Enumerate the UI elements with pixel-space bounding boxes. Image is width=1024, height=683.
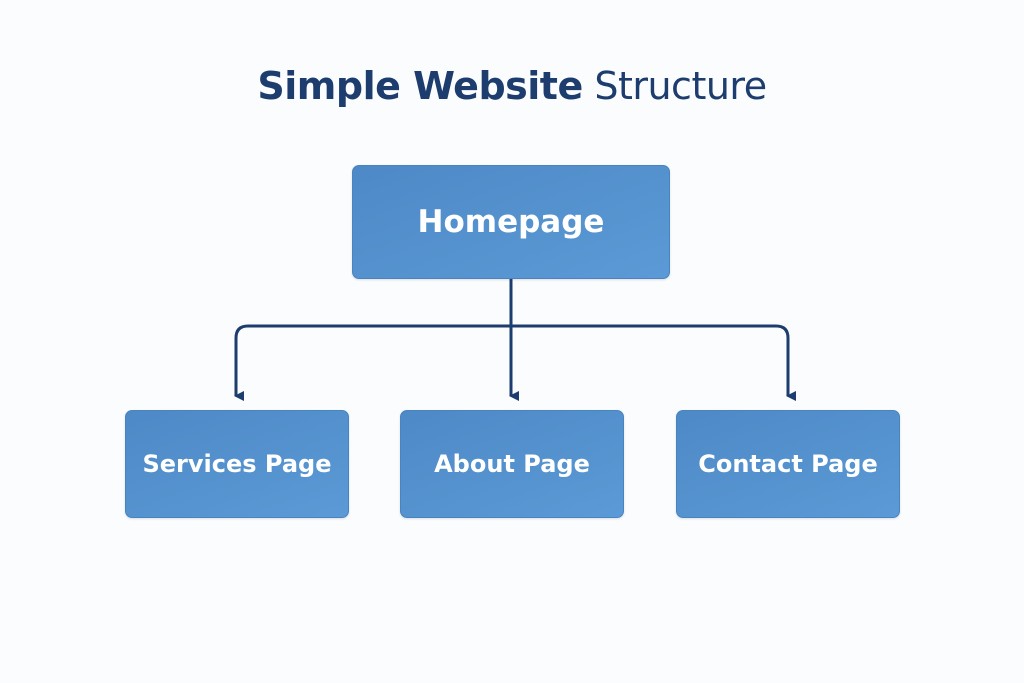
node-homepage-label: Homepage <box>417 204 605 240</box>
node-contact-page-label: Contact Page <box>698 450 878 478</box>
node-services-page-label: Services Page <box>142 450 332 478</box>
diagram-title-bold: Simple Website <box>257 64 583 108</box>
node-about-page: About Page <box>400 410 624 518</box>
node-homepage: Homepage <box>352 165 670 279</box>
node-contact-page: Contact Page <box>676 410 900 518</box>
node-about-page-label: About Page <box>434 450 590 478</box>
node-services-page: Services Page <box>125 410 349 518</box>
diagram-title: Simple Website Structure <box>0 58 1024 114</box>
diagram-title-light: Structure <box>594 64 767 108</box>
